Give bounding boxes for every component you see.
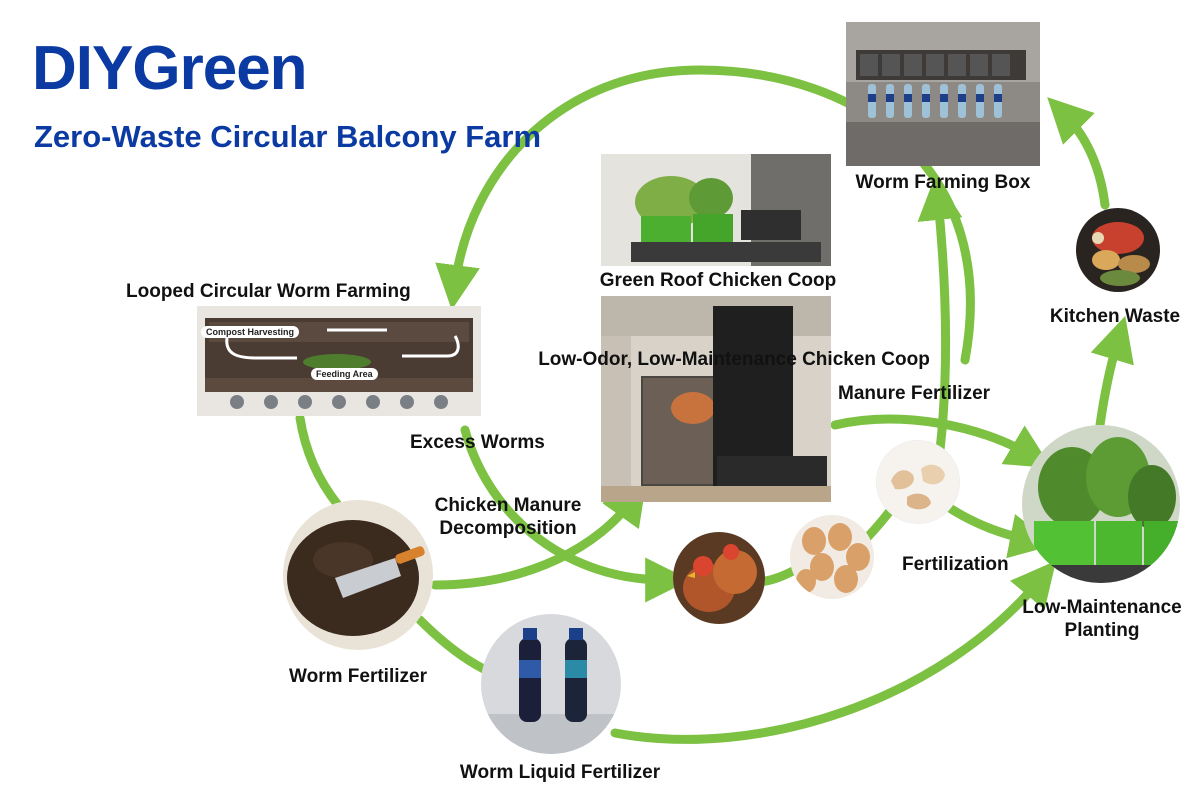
feeding-area-tag: Feeding Area [311, 368, 378, 380]
arrow-worm-fertilizer-to-liquid [415, 615, 495, 677]
excess-worms-label: Excess Worms [410, 432, 545, 453]
worm-farming-box-photo [846, 22, 1040, 166]
worm-fertilizer-label: Worm Fertilizer [289, 666, 427, 687]
arrow-excess-worms-to-chickens [460, 425, 691, 603]
eggshells-photo [876, 440, 960, 524]
arrow-looped-to-worm-fertilizer [295, 413, 343, 510]
chickens-photo [673, 532, 765, 624]
low-odor-coop-label: Low-Odor, Low-Maintenance Chicken Coop [538, 349, 930, 370]
green-roof-coop-photo [601, 154, 831, 266]
planting-photo [1022, 425, 1180, 583]
page-subtitle: Zero-Waste Circular Balcony Farm [34, 119, 542, 154]
low-maintenance-line2: Planting [1064, 619, 1140, 641]
arrow-planting-to-kitchen [1090, 315, 1134, 430]
kitchen-waste-label: Kitchen Waste [1049, 306, 1181, 327]
looped-worm-farming-label: Looped Circular Worm Farming [126, 281, 411, 302]
arrow-manure-to-planting [830, 414, 1052, 468]
low-odor-coop-photo [601, 296, 831, 502]
worm-fertilizer-photo [283, 500, 433, 650]
eggs-photo [790, 515, 874, 599]
low-maintenance-planting-label: Low-Maintenance Planting [1012, 597, 1192, 643]
arrow-chickens-to-eggs [755, 565, 800, 587]
arrow-kitchen-to-box [1047, 97, 1110, 210]
chicken-manure-label: Chicken Manure Decomposition [398, 495, 618, 541]
arrow-fertilization-to-planting [940, 500, 1055, 559]
green-roof-coop-label: Green Roof Chicken Coop [599, 270, 837, 291]
arrow-eggshell-to-box [917, 174, 963, 455]
fertilization-label: Fertilization [902, 554, 1009, 575]
low-maintenance-line1: Low-Maintenance [1022, 597, 1182, 618]
worm-liquid-fertilizer-label: Worm Liquid Fertilizer [459, 762, 661, 783]
compost-harvesting-tag: Compost Harvesting [201, 326, 300, 338]
arrow-liquid-to-planting [610, 560, 1057, 744]
kitchen-waste-photo [1076, 208, 1160, 292]
manure-fertilizer-label: Manure Fertilizer [838, 383, 991, 404]
worm-farming-box-label: Worm Farming Box [855, 172, 1031, 193]
chicken-manure-line2: Decomposition [439, 517, 577, 539]
looped-worm-farming-photo: Compost Harvesting Feeding Area [197, 306, 481, 416]
arrow-worm-fertilizer-to-coop [430, 479, 647, 590]
brand-title: DIYGreen [32, 34, 308, 103]
chicken-manure-line1: Chicken Manure [434, 495, 582, 516]
worm-liquid-fertilizer-photo [481, 614, 621, 754]
